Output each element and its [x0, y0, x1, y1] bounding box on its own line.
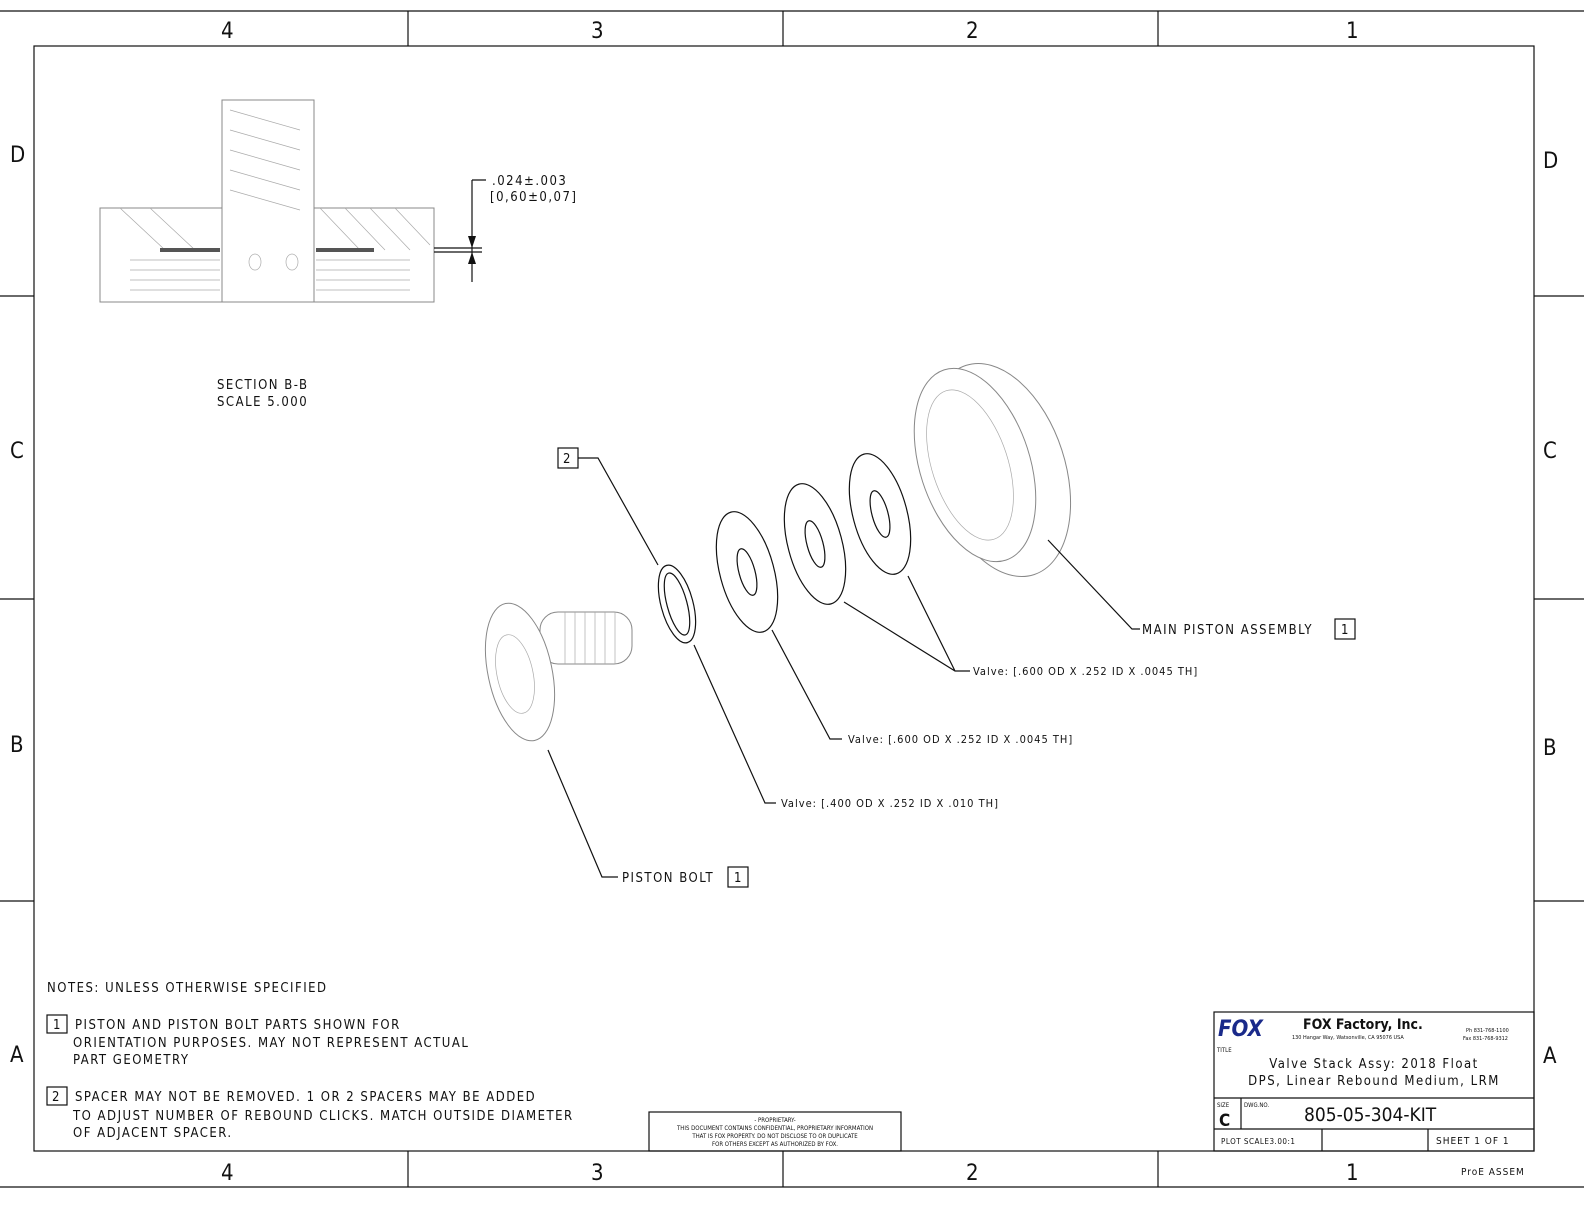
zone-row-b-right: B — [1543, 736, 1557, 761]
proprietary-line: THIS DOCUMENT CONTAINS CONFIDENTIAL, PRO… — [676, 1125, 873, 1132]
drawing-title-line-2: DPS, Linear Rebound Medium, LRM — [1248, 1074, 1500, 1089]
note-2-number: 2 — [52, 1090, 61, 1105]
proprietary-line: THAT IS FOX PROPERTY. DO NOT DISCLOSE TO… — [691, 1133, 858, 1140]
spacer-balloon-box — [557, 447, 579, 469]
title-block: FOX FOX Factory, Inc. 130 Hangar Way, Wa… — [1213, 1011, 1535, 1178]
zone-row-d: D — [10, 143, 25, 168]
company-fax: Fax 831-768-9312 — [1463, 1036, 1508, 1042]
piston-bolt — [484, 602, 633, 742]
zone-col-1: 1 — [1346, 19, 1359, 44]
zone-col-3-bottom: 3 — [591, 1161, 604, 1186]
main-piston-label: MAIN PISTON ASSEMBLY — [1142, 623, 1313, 638]
zone-col-1-bottom: 1 — [1346, 1161, 1359, 1186]
note-2-line-3: OF ADJACENT SPACER. — [73, 1126, 233, 1141]
proprietary-notice: - PROPRIETARY- THIS DOCUMENT CONTAINS CO… — [648, 1111, 902, 1152]
size-label: SIZE — [1217, 1102, 1230, 1109]
spacer-balloon: 2 — [563, 452, 572, 467]
main-piston-assembly — [913, 362, 1072, 578]
drawing-number: 805-05-304-KIT — [1304, 1104, 1437, 1126]
note-1-line-2: ORIENTATION PURPOSES. MAY NOT REPRESENT … — [73, 1036, 469, 1051]
section-title: SECTION B-B — [217, 378, 309, 393]
company-name: FOX Factory, Inc. — [1303, 1017, 1423, 1033]
company-address: 130 Hangar Way, Watsonville, CA 95076 US… — [1292, 1035, 1404, 1041]
notes-header: NOTES: UNLESS OTHERWISE SPECIFIED — [47, 981, 328, 996]
proprietary-line: FOR OTHERS EXCEPT AS AUTHORIZED BY FOX. — [712, 1141, 838, 1148]
piston-bolt-balloon: 1 — [734, 871, 743, 886]
software-label: ProE ASSEM — [1461, 1167, 1525, 1178]
zone-row-c-right: C — [1543, 439, 1557, 464]
valve-callout-2: Valve: [.600 OD X .252 ID X .0045 TH] — [848, 733, 1073, 746]
sheet-number: SHEET 1 OF 1 — [1436, 1136, 1510, 1147]
note-1-line-3: PART GEOMETRY — [73, 1053, 189, 1068]
dwg-no-label: DWG.NO. — [1244, 1102, 1269, 1109]
zone-col-2: 2 — [966, 19, 979, 44]
note-1-number: 1 — [53, 1018, 62, 1033]
company-phone: Ph 831-768-1100 — [1466, 1028, 1509, 1034]
sheet-size: C — [1219, 1111, 1230, 1131]
drawing-title-line-1: Valve Stack Assy: 2018 Float — [1269, 1057, 1479, 1072]
note-2-line-2: TO ADJUST NUMBER OF REBOUND CLICKS. MATC… — [72, 1109, 574, 1124]
main-piston-balloon: 1 — [1341, 623, 1350, 638]
leader-lines — [547, 457, 1140, 878]
fox-logo: FOX — [1218, 1017, 1265, 1042]
main-piston-balloon-box — [1334, 618, 1356, 640]
zone-labels: 4 3 2 1 4 3 2 1 D C B A D C B A — [10, 19, 1558, 1186]
proprietary-line: - PROPRIETARY- — [754, 1117, 795, 1124]
valve-callout-3: Valve: [.400 OD X .252 ID X .010 TH] — [781, 797, 999, 810]
zone-row-c: C — [10, 439, 24, 464]
valve-callout-1: Valve: [.600 OD X .252 ID X .0045 TH] — [973, 665, 1198, 678]
note-2-line-1: SPACER MAY NOT BE REMOVED. 1 OR 2 SPACER… — [75, 1090, 536, 1105]
title-label: TITLE — [1216, 1047, 1232, 1054]
notes: NOTES: UNLESS OTHERWISE SPECIFIED 1 PIST… — [46, 981, 574, 1141]
zone-row-d-right: D — [1543, 149, 1558, 174]
zone-row-a: A — [10, 1043, 24, 1068]
zone-row-a-right: A — [1543, 1044, 1557, 1069]
zone-col-2-bottom: 2 — [966, 1161, 979, 1186]
section-scale: SCALE 5.000 — [217, 395, 308, 410]
zone-col-4: 4 — [221, 19, 234, 44]
section-dimension-mm: [0,60±0,07] — [490, 190, 578, 205]
zone-col-3: 3 — [591, 19, 604, 44]
piston-bolt-balloon-box — [727, 866, 749, 888]
section-dimension-inch: .024±.003 — [492, 174, 567, 189]
piston-bolt-label: PISTON BOLT — [622, 871, 714, 886]
valve-shims — [657, 453, 912, 644]
plot-scale: PLOT SCALE3.00:1 — [1221, 1137, 1296, 1146]
section-view-b-b: .024±.003 [0,60±0,07] SECTION B-B SCALE … — [99, 99, 578, 410]
zone-col-4-bottom: 4 — [221, 1161, 234, 1186]
zone-row-b: B — [10, 733, 24, 758]
note-1-line-1: PISTON AND PISTON BOLT PARTS SHOWN FOR — [75, 1018, 401, 1033]
